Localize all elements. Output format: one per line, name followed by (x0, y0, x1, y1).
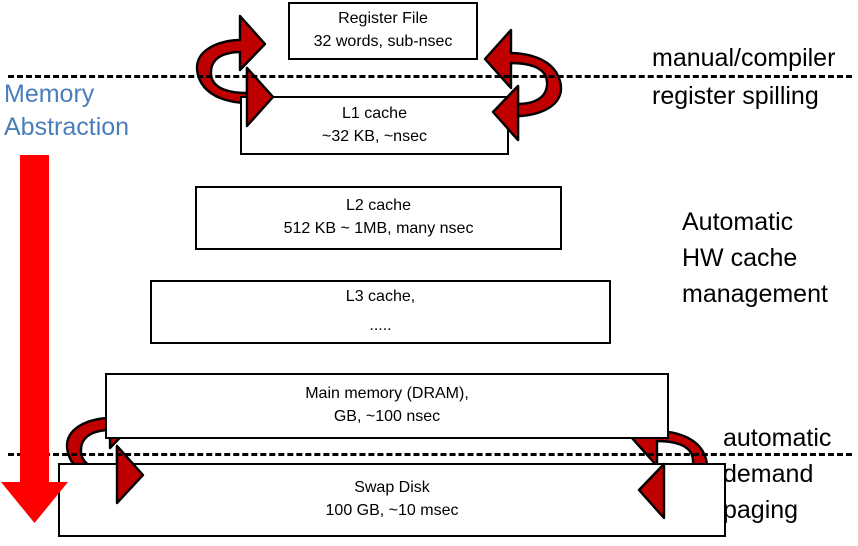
swap-disk-detail: 100 GB, ~10 msec (325, 502, 459, 519)
main-memory-title: Main memory (DRAM), (305, 385, 469, 403)
down-arrow-icon (1, 155, 68, 523)
l2-cache-detail: 512 KB ~ 1MB, many nsec (283, 220, 474, 237)
memory-level-main-memory[interactable]: Main memory (DRAM), GB, ~100 nsec (105, 373, 669, 439)
memory-level-swap-disk[interactable]: Swap Disk 100 GB, ~10 msec (58, 463, 726, 537)
l1-cache-title: L1 cache (342, 104, 407, 122)
annotation-automatic-paging: automatic (723, 424, 832, 452)
boundary-line-register-l1 (8, 75, 852, 78)
curved-arrow-dram-swap-right-head-icon (637, 462, 666, 520)
annotation-automatic-hw-cache-management: Automatic HW cache management (682, 204, 828, 312)
annotation-paging: paging (723, 496, 799, 524)
memory-level-l2-cache[interactable]: L2 cache 512 KB ~ 1MB, many nsec (195, 186, 562, 250)
memory-abstraction-label: Memory Abstraction (4, 78, 129, 144)
memory-level-l1-cache[interactable]: L1 cache ~32 KB, ~nsec (240, 96, 509, 155)
l2-cache-title: L2 cache (346, 197, 411, 215)
annotation-automatic: Automatic (682, 208, 794, 236)
memory-level-l3-cache[interactable]: L3 cache, ..... (150, 280, 611, 344)
l1-cache-detail: ~32 KB, ~nsec (322, 127, 427, 145)
boundary-line-dram-swap (8, 453, 852, 456)
annotation-management: management (682, 280, 828, 308)
curved-arrow-dram-swap-left-head-icon (115, 444, 145, 505)
swap-disk-title: Swap Disk (354, 479, 430, 497)
main-memory-detail: GB, ~100 nsec (333, 408, 441, 425)
annotation-manual-compiler: manual/compiler (652, 44, 836, 72)
l3-cache-title: L3 cache, (345, 288, 416, 306)
annotation-register-spilling: register spilling (652, 82, 819, 110)
register-file-detail: 32 words, sub-nsec (313, 33, 453, 50)
memory-level-register-file[interactable]: Register File 32 words, sub-nsec (288, 2, 478, 60)
register-file-title: Register File (338, 10, 428, 28)
l3-cache-detail: ..... (369, 317, 392, 334)
memory-abstraction-line2: Abstraction (4, 113, 130, 141)
annotation-hw-cache: HW cache (682, 244, 798, 272)
curved-arrow-register-l1-left-head-icon (245, 66, 275, 128)
memory-abstraction-line1: Memory (4, 80, 95, 108)
curved-arrow-register-l1-right-head-icon (491, 84, 520, 142)
annotation-demand: demand (723, 460, 814, 488)
